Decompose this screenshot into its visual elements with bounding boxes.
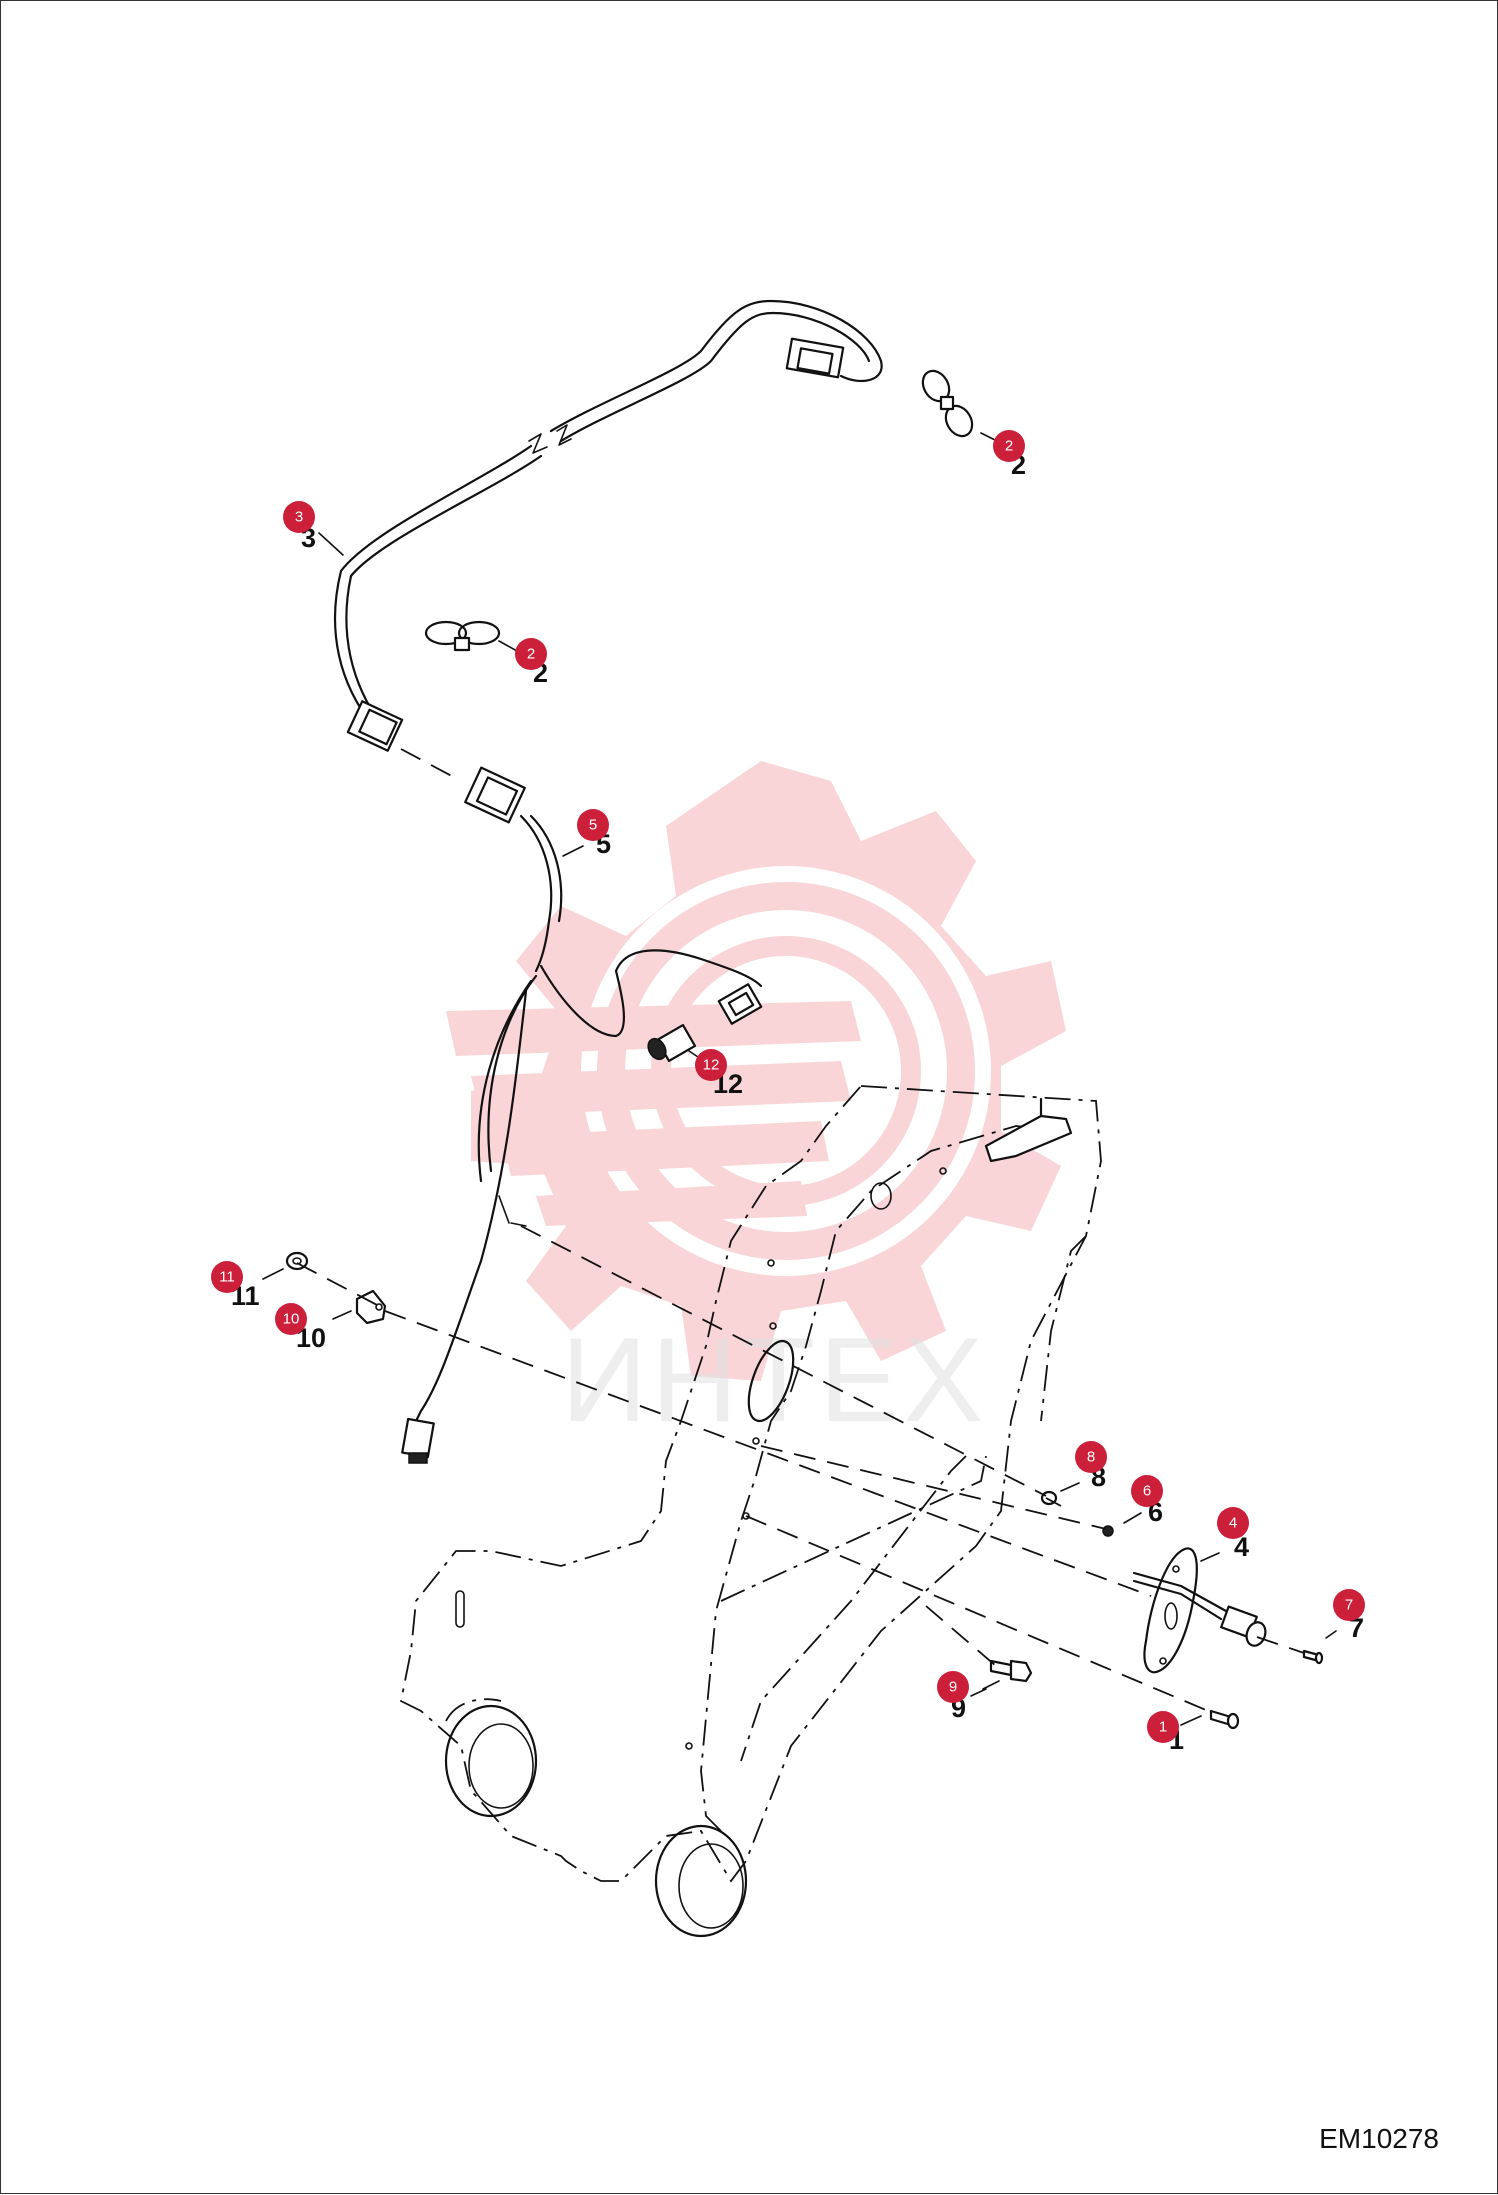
callout-9: 9 9 — [937, 1671, 1000, 1723]
callout-1: 1 1 — [1147, 1711, 1202, 1755]
plug-12 — [647, 1024, 697, 1062]
callouts: 1 1 2 2 2 2 3 3 4 4 — [211, 430, 1365, 1755]
assembly-lines — [296, 748, 1305, 1714]
callout-12: 12 12 — [688, 1049, 743, 1099]
clamp-2-upper — [921, 369, 974, 438]
svg-text:7: 7 — [1345, 1597, 1353, 1614]
sensor-4 — [1132, 1547, 1267, 1674]
loader-arm-outline — [399, 1085, 1102, 1938]
svg-text:9: 9 — [949, 1679, 957, 1696]
callout-4: 4 4 — [1200, 1507, 1249, 1562]
clamp-2-lower — [424, 620, 501, 652]
washer-6 — [1102, 1525, 1114, 1537]
svg-text:10: 10 — [283, 1311, 300, 1328]
svg-text:11: 11 — [219, 1269, 235, 1286]
screw-1 — [1209, 1709, 1240, 1730]
svg-text:4: 4 — [1234, 1532, 1249, 1562]
svg-text:3: 3 — [295, 509, 303, 526]
callout-5: 5 5 — [562, 809, 611, 859]
svg-text:2: 2 — [1005, 438, 1013, 455]
bolt-9 — [989, 1659, 1033, 1683]
screw-7 — [1302, 1649, 1324, 1665]
svg-text:12: 12 — [703, 1057, 720, 1074]
callout-6: 6 6 — [1123, 1475, 1163, 1527]
svg-text:5: 5 — [589, 817, 597, 834]
svg-text:1: 1 — [1159, 1719, 1167, 1736]
watermark-logo-icon: ИНТЕХ — [446, 761, 1066, 1447]
wiring-harness-5 — [401, 766, 763, 1464]
watermark-text: ИНТЕХ — [561, 1313, 987, 1447]
svg-text:4: 4 — [1229, 1515, 1237, 1532]
svg-text:6: 6 — [1143, 1483, 1151, 1500]
callout-7: 7 7 — [1325, 1589, 1365, 1643]
callout-10: 10 10 — [275, 1303, 352, 1353]
svg-text:8: 8 — [1087, 1449, 1095, 1466]
wiring-harness-3 — [333, 299, 883, 752]
callout-2-lower: 2 2 — [498, 638, 548, 688]
callout-8: 8 8 — [1060, 1441, 1107, 1492]
callout-2-upper: 2 2 — [980, 430, 1026, 480]
drawing-id-label: EM10278 — [1319, 2123, 1439, 2154]
callout-3: 3 3 — [283, 501, 344, 556]
svg-text:2: 2 — [527, 646, 535, 663]
callout-11: 11 11 — [211, 1261, 284, 1311]
